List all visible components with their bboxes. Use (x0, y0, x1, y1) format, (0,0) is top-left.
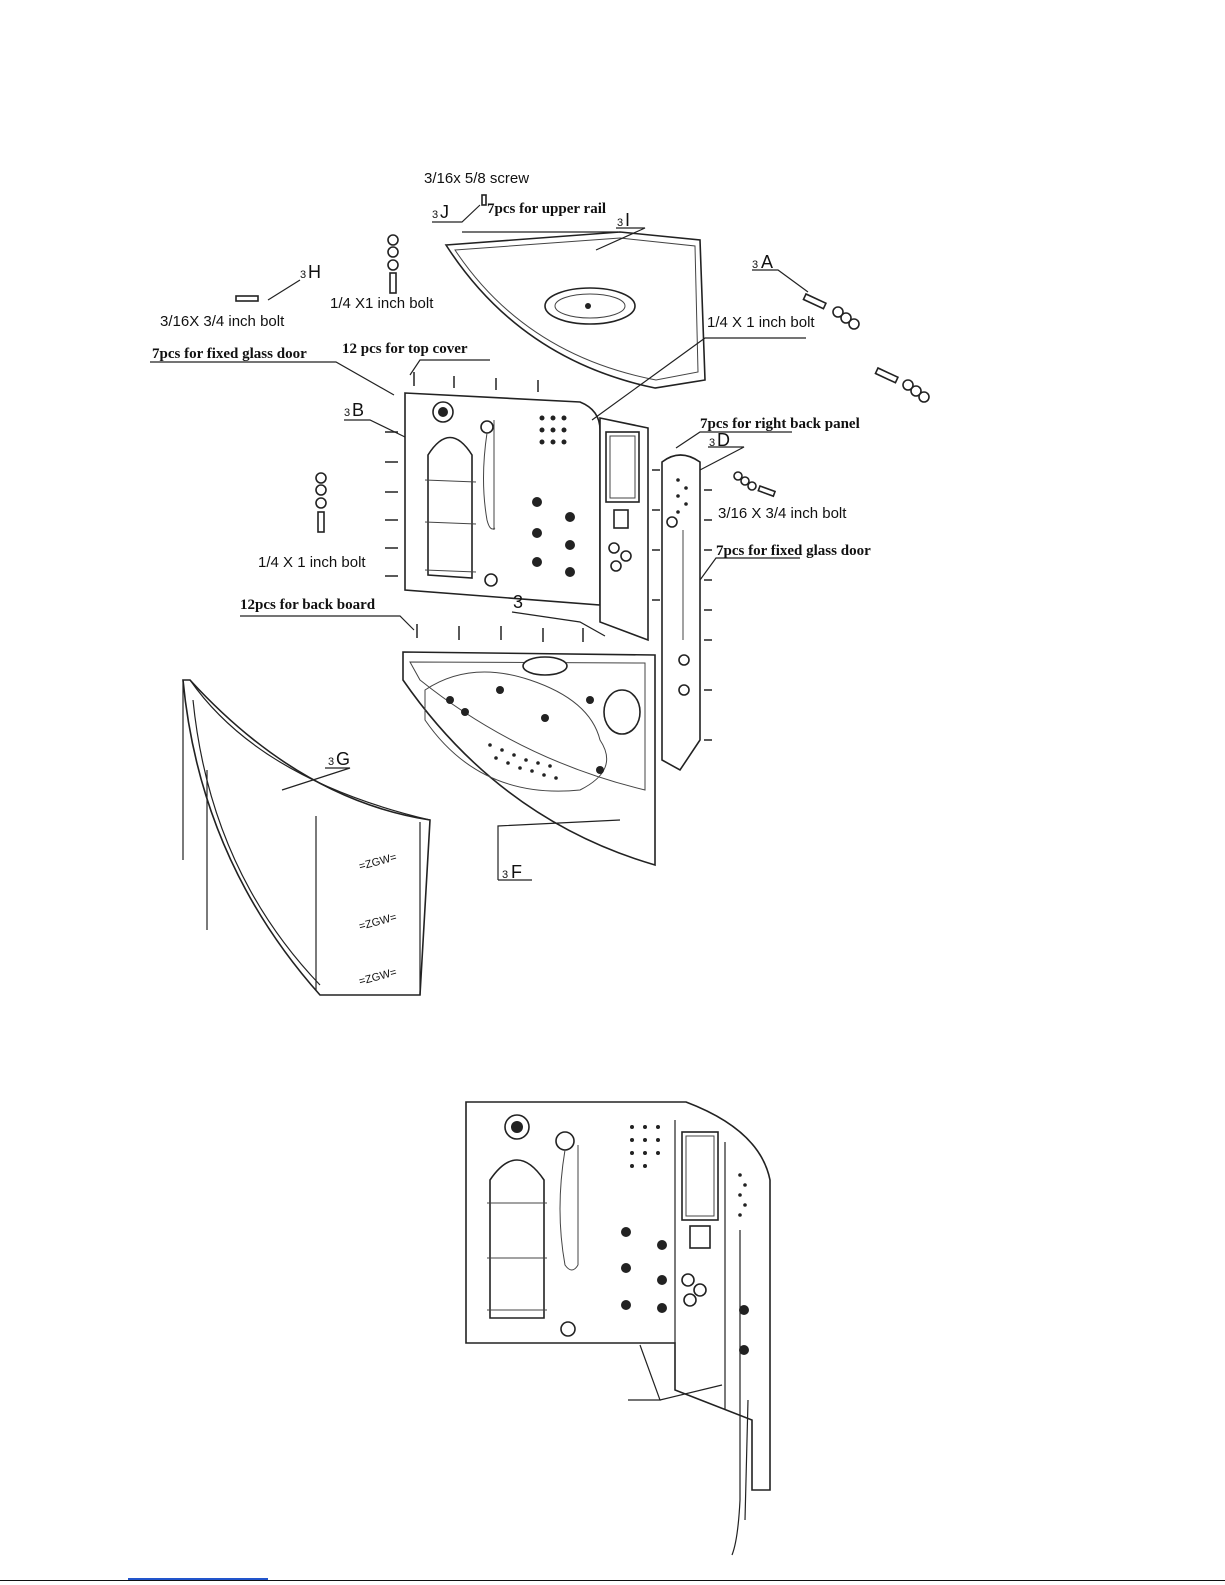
leader-lines (150, 204, 809, 881)
svg-text:3: 3 (300, 269, 306, 281)
label-right-back-panel-pcs: 7pcs for right back panel (700, 416, 860, 432)
screw-arrows (385, 372, 712, 741)
code-3d: 3 D (709, 430, 730, 450)
top-cover-3i (444, 231, 706, 389)
code-3b: 3 B (344, 400, 364, 420)
code-3g: 3 G (328, 749, 350, 769)
label-back-board-pcs: 12pcs for back board (240, 597, 376, 613)
bolt-3h (235, 295, 259, 302)
svg-text:3: 3 (709, 437, 715, 449)
svg-text:3: 3 (752, 259, 758, 271)
label-screw-3j-size: 3/16x 5/8 screw (424, 170, 529, 187)
svg-text:J: J (440, 202, 449, 222)
label-bolt-top-small: 1/4 X1 inch bolt (330, 295, 434, 312)
svg-text:3: 3 (344, 407, 350, 419)
label-bolt-3h: 3/16X 3/4 inch bolt (160, 313, 285, 330)
code-3h: 3 H (300, 262, 321, 282)
code-3f: 3 F (502, 862, 522, 882)
curved-glass-door-3g: =ZGW= =ZGW= =ZGW= (182, 679, 431, 996)
svg-text:3: 3 (328, 756, 334, 768)
screw-3j (481, 194, 487, 206)
back-panel-3b (404, 392, 601, 606)
label-upper-rail-pcs: 7pcs for upper rail (487, 201, 606, 217)
label-bolt-3a: 1/4 X 1 inch bolt (707, 314, 815, 331)
svg-text:H: H (308, 262, 321, 282)
bolt-group-left-mid (315, 472, 327, 533)
label-top-cover-pcs: 12 pcs for top cover (342, 341, 468, 357)
bolt-group-top (387, 234, 399, 294)
bathtub-base-3f (402, 651, 656, 867)
footer-link-underline[interactable] (128, 1578, 268, 1580)
svg-text:I: I (625, 210, 630, 230)
code-3a: 3 A (752, 252, 773, 272)
svg-text:3: 3 (617, 217, 623, 229)
right-back-panel-3d (661, 454, 701, 772)
svg-text:A: A (761, 252, 773, 272)
code-3i: 3 I (617, 210, 630, 230)
label-fixed-glass-right: 7pcs for fixed glass door (716, 543, 871, 559)
svg-text:3: 3 (432, 209, 438, 221)
code-3j: 3 J (432, 202, 449, 222)
svg-text:3: 3 (502, 869, 508, 881)
svg-text:D: D (717, 430, 730, 450)
svg-text:F: F (511, 862, 522, 882)
svg-text:B: B (352, 400, 364, 420)
bolt-group-3a (802, 292, 930, 403)
svg-text:G: G (336, 749, 350, 769)
code-3: 3 (513, 592, 523, 612)
label-bolt-left-mid: 1/4 X 1 inch bolt (258, 554, 366, 571)
svg-text:3: 3 (513, 592, 523, 612)
bolt-group-3d (733, 471, 777, 498)
label-bolt-3d: 3/16 X 3/4 inch bolt (718, 505, 847, 522)
footer-rule (0, 1580, 1225, 1581)
assembled-panel-view (465, 1101, 771, 1556)
side-panel-3 (599, 417, 649, 642)
label-fixed-glass-left: 7pcs for fixed glass door (152, 346, 307, 362)
